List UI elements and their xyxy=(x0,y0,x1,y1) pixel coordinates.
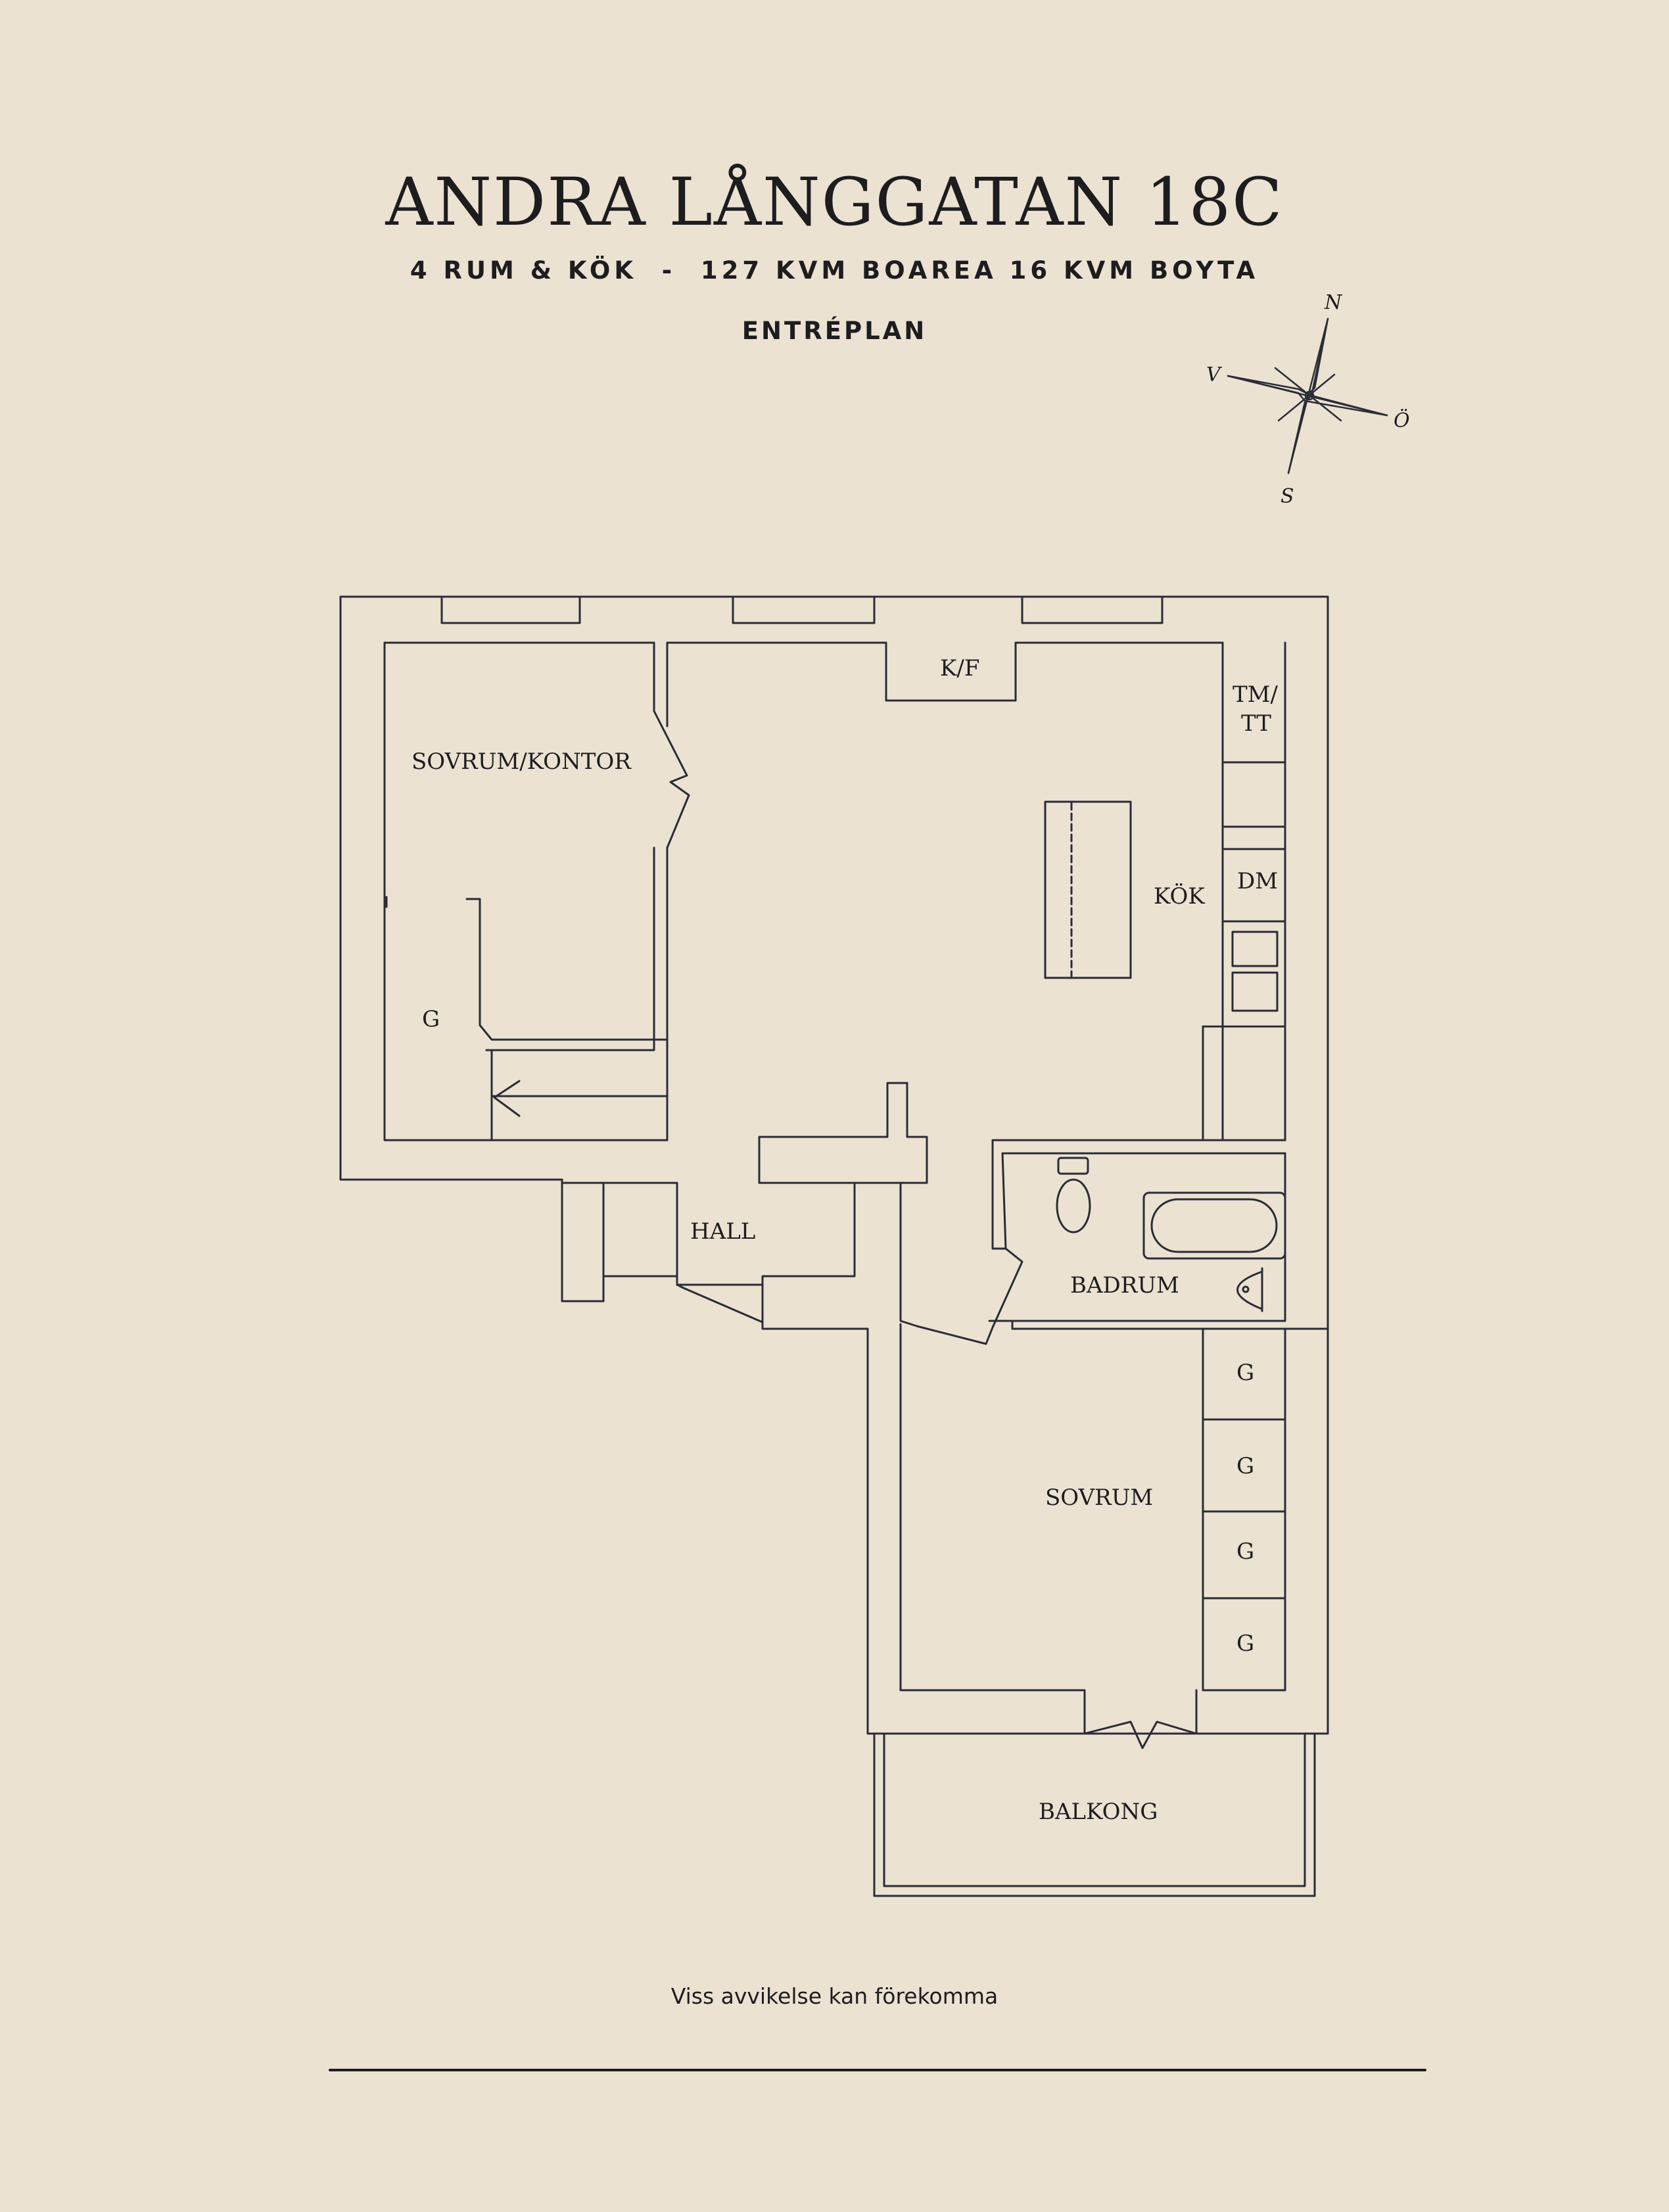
wardrobe-label: G xyxy=(1236,1360,1254,1386)
compass-north-label: N xyxy=(1324,291,1343,314)
windows xyxy=(440,595,1164,624)
wardrobe-label: G xyxy=(1236,1538,1254,1565)
sink-icon xyxy=(1236,1267,1263,1312)
compass-rose-icon xyxy=(1227,317,1388,474)
floor-level-label: ENTRÉPLAN xyxy=(741,317,928,345)
wardrobe-label: G xyxy=(1236,1453,1254,1479)
room-label-sovrum: SOVRUM xyxy=(1045,1485,1153,1511)
wardrobe-label: G xyxy=(422,1006,440,1032)
room-label-kok: KÖK xyxy=(1154,883,1205,910)
wardrobe-label: G xyxy=(1236,1630,1254,1657)
fixture-label-dm: DM xyxy=(1237,868,1278,894)
disclaimer-text: Viss avvikelse kan förekomma xyxy=(670,1983,999,2009)
fixture-label-kf: K/F xyxy=(940,655,979,681)
interior-walls xyxy=(385,710,1329,1749)
footer-divider xyxy=(329,2069,1426,2071)
balcony-outline xyxy=(873,1732,1316,1897)
compass-east-label: Ö xyxy=(1394,409,1410,432)
room-label-balkong: BALKONG xyxy=(1039,1799,1158,1825)
property-summary: 4 RUM & KÖK - 127 KVM BOAREA 16 KVM BOYT… xyxy=(410,256,1259,285)
compass-west-label: V xyxy=(1206,363,1223,386)
kitchen-cabinets xyxy=(1202,761,1286,1141)
toilet-icon xyxy=(1056,1157,1091,1233)
fixture-label-tt: TT xyxy=(1241,710,1271,737)
room-label-sovrum-kontor: SOVRUM/KONTOR xyxy=(411,749,632,775)
page-title: ANDRA LÅNGGATAN 18C xyxy=(385,164,1284,241)
kitchen-island xyxy=(1044,800,1132,979)
room-label-badrum: BADRUM xyxy=(1070,1272,1179,1299)
bathtub-icon xyxy=(1142,1191,1286,1260)
room-label-hall: HALL xyxy=(690,1218,755,1245)
compass-south-label: S xyxy=(1281,485,1294,508)
fixture-label-tm: TM/ xyxy=(1233,681,1278,708)
